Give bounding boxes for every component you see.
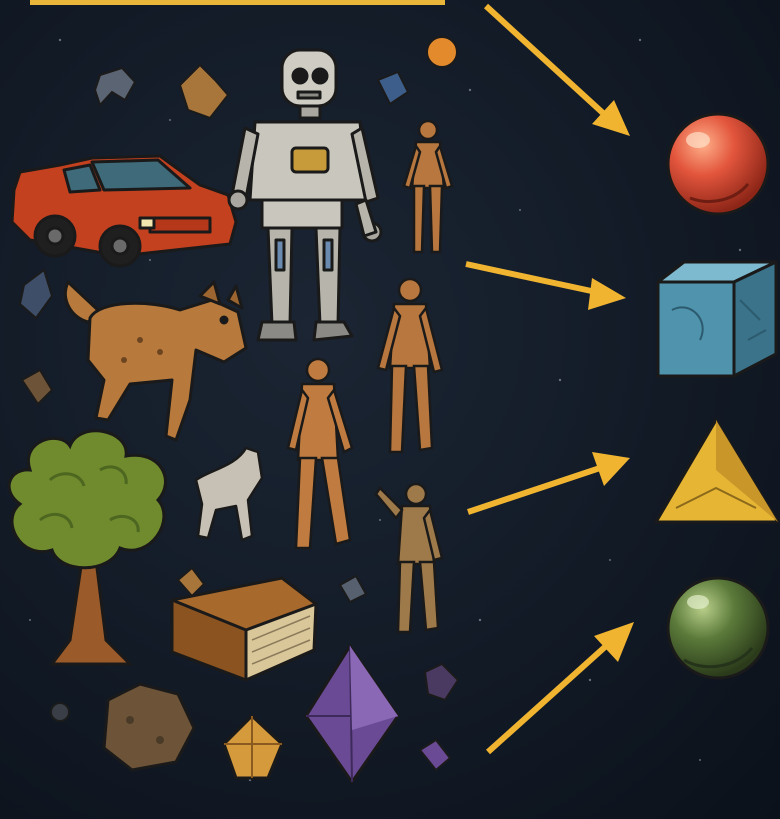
human-figure-3: [288, 359, 352, 548]
arrow-2-head: [588, 278, 626, 310]
dog-illustration: [65, 282, 246, 440]
arrow-4: [488, 646, 606, 752]
green-sphere: [668, 578, 768, 678]
star-field: [29, 39, 741, 781]
arrows: [466, 6, 634, 752]
rock-illustration: [104, 684, 194, 770]
car-illustration: [12, 156, 236, 266]
red-sphere: [668, 114, 768, 214]
purple-crystal: [306, 646, 398, 782]
gold-crystal: [224, 716, 282, 778]
arrow-4-head: [594, 622, 634, 662]
arrow-3: [468, 468, 600, 512]
tree-illustration: [9, 431, 165, 664]
small-dog-illustration: [196, 448, 262, 540]
yellow-pyramid: [656, 420, 778, 522]
human-figure-4: [376, 484, 442, 632]
blue-cube: [658, 262, 776, 376]
human-figure-2: [378, 279, 442, 452]
robot-illustration: [229, 50, 381, 340]
arrow-2: [466, 264, 596, 292]
arrow-1: [486, 6, 604, 114]
human-figure-1: [404, 121, 452, 252]
